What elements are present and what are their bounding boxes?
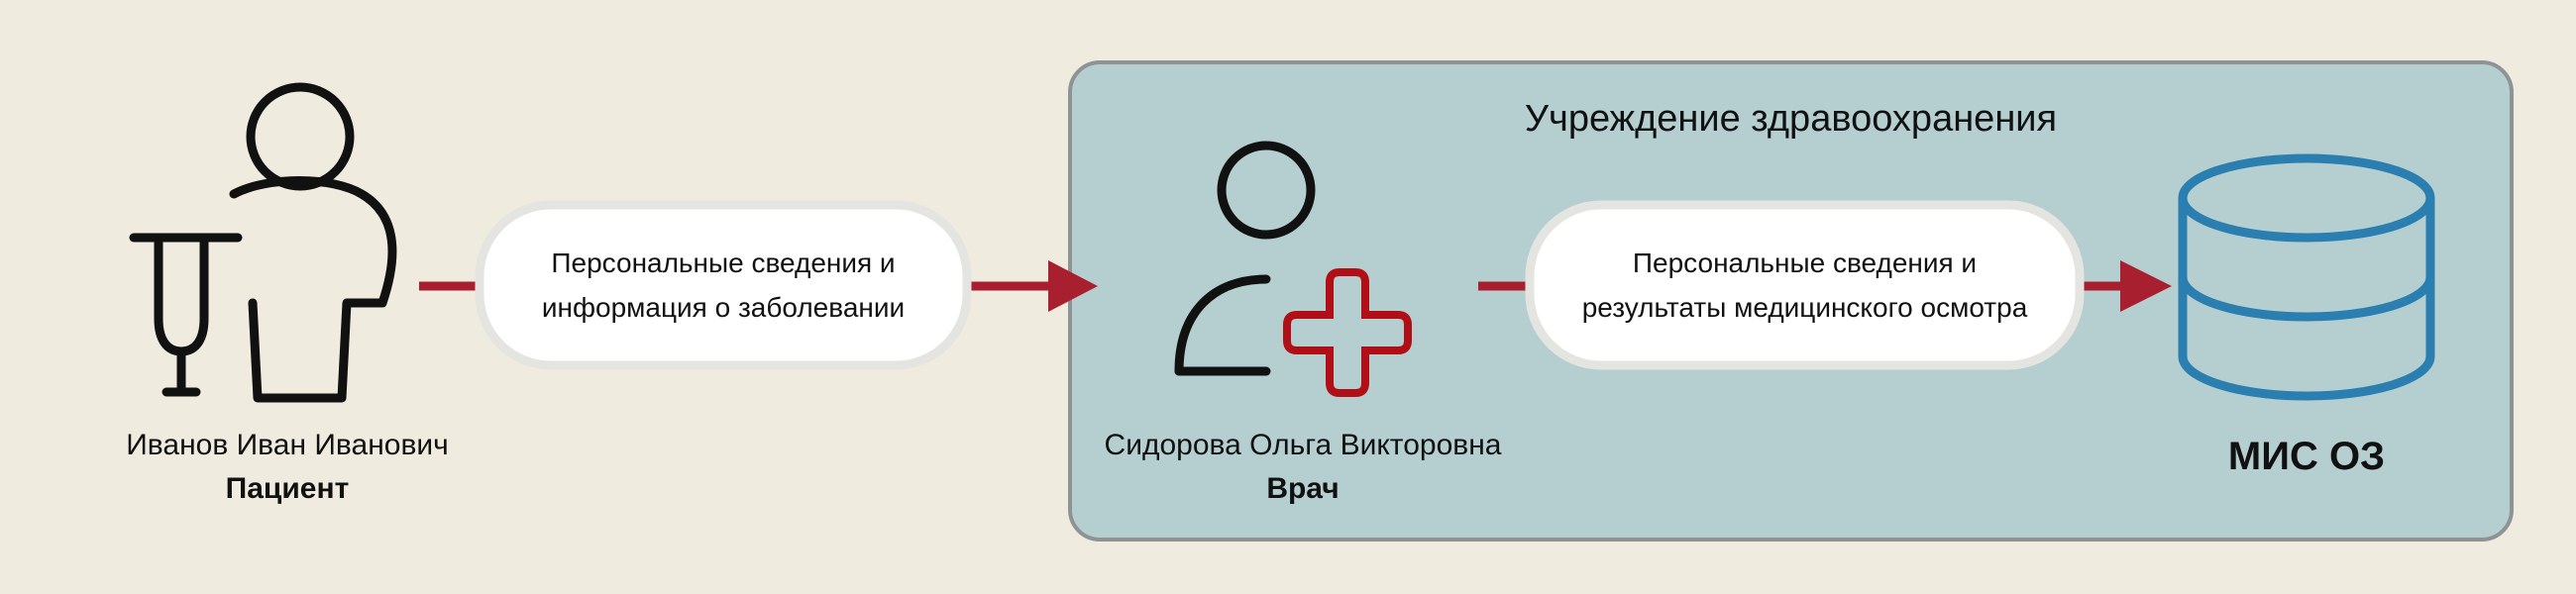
database-icon	[2178, 153, 2435, 401]
doctor-role: Врач	[1266, 472, 1340, 505]
doctor-with-red-cross-icon	[1174, 141, 1412, 397]
flow-bubble-2	[1525, 200, 2085, 370]
flow-arrow-doctor-to-system	[1478, 260, 2172, 312]
doctor-name: Сидорова Ольга Викторовна	[1104, 429, 1502, 461]
flow-bubble-2-line-2: результаты медицинского осмотра	[1581, 292, 2028, 323]
institution-title: Учреждение здравоохранения	[1524, 98, 2058, 140]
patient-with-crutch-icon	[129, 82, 397, 403]
flow-bubble-1-line-1: Персональные сведения и	[551, 248, 896, 278]
flow-bubble-2-line-1: Персональные сведения и	[1632, 248, 1978, 278]
patient-role: Пациент	[225, 472, 350, 505]
system-label: МИС ОЗ	[2227, 435, 2386, 478]
flow-bubble-1-line-2: информация о заболевании	[541, 292, 906, 323]
patient-name: Иванов Иван Иванович	[126, 429, 449, 461]
flow-arrow-patient-to-doctor	[419, 260, 1098, 312]
flow-bubble-1	[475, 200, 972, 370]
flow-bubble-1-text: Персональные сведения и информация о заб…	[480, 241, 967, 330]
flow-bubble-2-text: Персональные сведения и результаты медиц…	[1530, 241, 2080, 330]
